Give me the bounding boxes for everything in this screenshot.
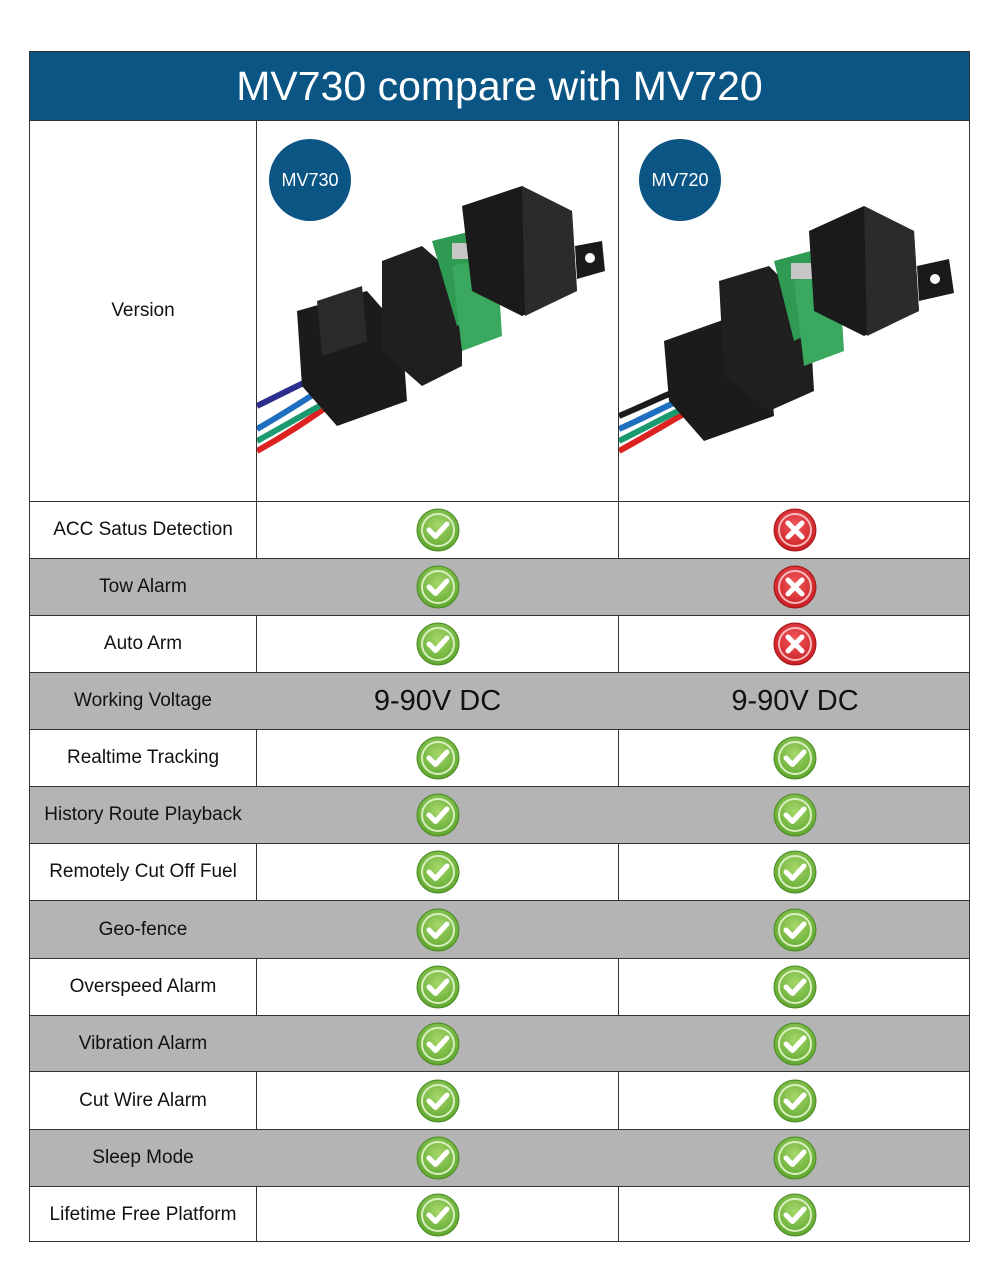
- mv730-cell: [257, 901, 618, 958]
- mv720-cell: [619, 1187, 971, 1242]
- check-icon: [415, 621, 461, 667]
- feature-label: Realtime Tracking: [66, 747, 220, 768]
- mv730-device-image: [257, 186, 605, 454]
- mv730-cell: [257, 1187, 618, 1242]
- mv730-cell: [257, 959, 618, 1015]
- mv720-cell: [619, 502, 971, 558]
- feature-label: Lifetime Free Platform: [49, 1203, 237, 1225]
- table-row: Remotely Cut Off Fuel: [30, 844, 969, 901]
- mv720-cell: [619, 730, 971, 786]
- version-label: Version: [111, 300, 175, 321]
- mv730-cell: [257, 1072, 618, 1129]
- mv720-badge: MV720: [639, 139, 721, 221]
- feature-label: Working Voltage: [73, 690, 212, 711]
- table-row: Geo-fence: [30, 901, 969, 959]
- check-icon: [772, 964, 818, 1010]
- mv720-voltage-value: 9-90V DC: [731, 684, 859, 717]
- check-icon: [415, 1078, 461, 1124]
- feature-label: Vibration Alarm: [78, 1032, 208, 1054]
- mv730-cell: [257, 559, 618, 615]
- mv730-cell: [257, 730, 618, 786]
- table-row: Realtime Tracking: [30, 730, 969, 787]
- mv730-image-cell: MV730: [257, 121, 618, 501]
- table-row: Cut Wire Alarm: [30, 1072, 969, 1130]
- mv720-cell: 9-90V DC: [619, 673, 971, 729]
- check-icon: [415, 507, 461, 553]
- version-row: Version MV730: [30, 121, 969, 502]
- feature-label: Auto Arm: [103, 633, 183, 654]
- mv730-cell: [257, 1016, 618, 1071]
- feature-label: Geo-fence: [98, 918, 188, 940]
- mv730-cell: [257, 502, 618, 558]
- table-row: History Route Playback: [30, 787, 969, 844]
- mv720-cell: [619, 559, 971, 615]
- check-icon: [415, 1192, 461, 1238]
- comparison-table: MV730 compare with MV720 Version MV730: [29, 51, 970, 1242]
- mv720-cell: [619, 844, 971, 900]
- mv720-cell: [619, 616, 971, 672]
- mv720-cell: [619, 1130, 971, 1186]
- check-icon: [772, 792, 818, 838]
- check-icon: [415, 907, 461, 953]
- table-row: Tow Alarm: [30, 559, 969, 616]
- feature-label: History Route Playback: [44, 804, 242, 825]
- check-icon: [772, 1078, 818, 1124]
- mv730-cell: [257, 1130, 618, 1186]
- table-row: Auto Arm: [30, 616, 969, 673]
- cross-icon: [772, 564, 818, 610]
- table-row: ACC Satus Detection: [30, 502, 969, 559]
- cross-icon: [772, 621, 818, 667]
- mv720-cell: [619, 787, 971, 843]
- check-icon: [772, 907, 818, 953]
- check-icon: [415, 1021, 461, 1067]
- table-row: Overspeed Alarm: [30, 959, 969, 1016]
- table-row: Working Voltage 9-90V DC 9-90V DC: [30, 673, 969, 730]
- check-icon: [772, 735, 818, 781]
- mv730-cell: [257, 844, 618, 900]
- table-row: Sleep Mode: [30, 1130, 969, 1187]
- table-row: Lifetime Free Platform: [30, 1187, 969, 1242]
- mv730-cell: [257, 787, 618, 843]
- check-icon: [415, 792, 461, 838]
- check-icon: [772, 1021, 818, 1067]
- feature-label: Remotely Cut Off Fuel: [49, 861, 237, 882]
- feature-label: Cut Wire Alarm: [79, 1089, 207, 1111]
- mv720-image-cell: MV720: [619, 121, 971, 501]
- mv720-cell: [619, 901, 971, 958]
- mv730-cell: [257, 616, 618, 672]
- feature-label: Sleep Mode: [92, 1147, 194, 1168]
- check-icon: [415, 1135, 461, 1181]
- feature-label: Tow Alarm: [99, 576, 187, 597]
- mv720-cell: [619, 1072, 971, 1129]
- mv720-cell: [619, 1016, 971, 1071]
- check-icon: [772, 1135, 818, 1181]
- cross-icon: [772, 507, 818, 553]
- check-icon: [772, 849, 818, 895]
- mv720-device-image: [619, 206, 954, 454]
- table-title: MV730 compare with MV720: [30, 52, 969, 121]
- mv730-badge: MV730: [269, 139, 351, 221]
- check-icon: [415, 964, 461, 1010]
- mv730-voltage-value: 9-90V DC: [373, 684, 502, 717]
- feature-label: ACC Satus Detection: [53, 519, 233, 540]
- check-icon: [772, 1192, 818, 1238]
- check-icon: [415, 849, 461, 895]
- table-row: Vibration Alarm: [30, 1016, 969, 1072]
- feature-label: Overspeed Alarm: [69, 976, 217, 997]
- mv730-cell: 9-90V DC: [257, 673, 618, 729]
- mv720-cell: [619, 959, 971, 1015]
- check-icon: [415, 735, 461, 781]
- check-icon: [415, 564, 461, 610]
